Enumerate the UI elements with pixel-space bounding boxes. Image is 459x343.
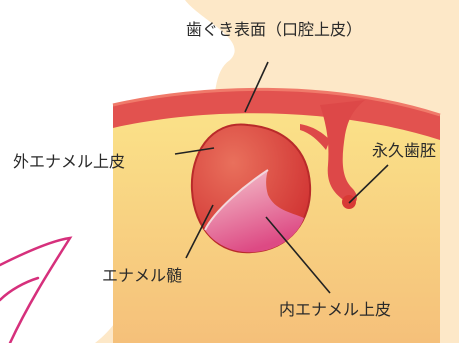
- label-enamel-pulp: エナメル髄: [102, 266, 183, 285]
- permanent-tooth-germ: [320, 100, 365, 204]
- decorative-pink-stroke: [0, 236, 73, 343]
- label-gingival-surface: 歯ぐき表面（口腔上皮）: [186, 20, 363, 39]
- leader-gingival-surface: [244, 61, 269, 113]
- decorative-pink-stroke-inner: [0, 276, 40, 302]
- leader-outer-enamel-epithelium: [174, 147, 215, 155]
- label-outer-enamel-epithelium: 外エナメル上皮: [13, 152, 126, 171]
- gingival-surface-highlight: [112, 87, 441, 117]
- permanent-tooth-germ-branch: [300, 124, 330, 150]
- label-inner-enamel-epithelium: 内エナメル上皮: [279, 300, 392, 319]
- leader-inner-enamel-epithelium: [265, 216, 331, 294]
- label-permanent-tooth-germ: 永久歯胚: [372, 141, 437, 160]
- leader-enamel-pulp: [185, 204, 214, 259]
- leader-permanent-tooth-germ: [348, 164, 389, 204]
- inner-enamel-epithelium-line: [204, 169, 269, 231]
